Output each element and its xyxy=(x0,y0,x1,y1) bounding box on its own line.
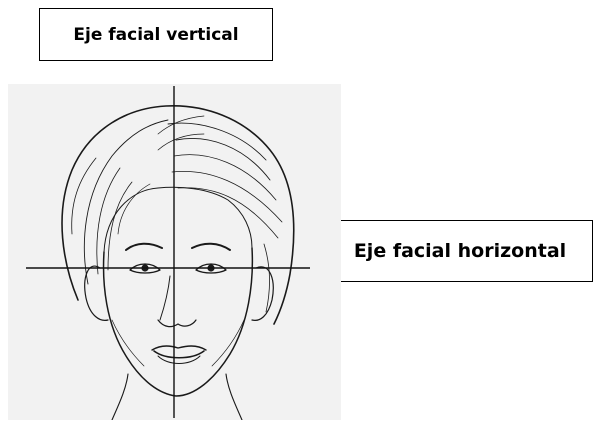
vertical-axis-label: Eje facial vertical xyxy=(39,8,273,61)
face-diagram xyxy=(8,84,341,420)
horizontal-axis-label: Eje facial horizontal xyxy=(327,220,593,282)
